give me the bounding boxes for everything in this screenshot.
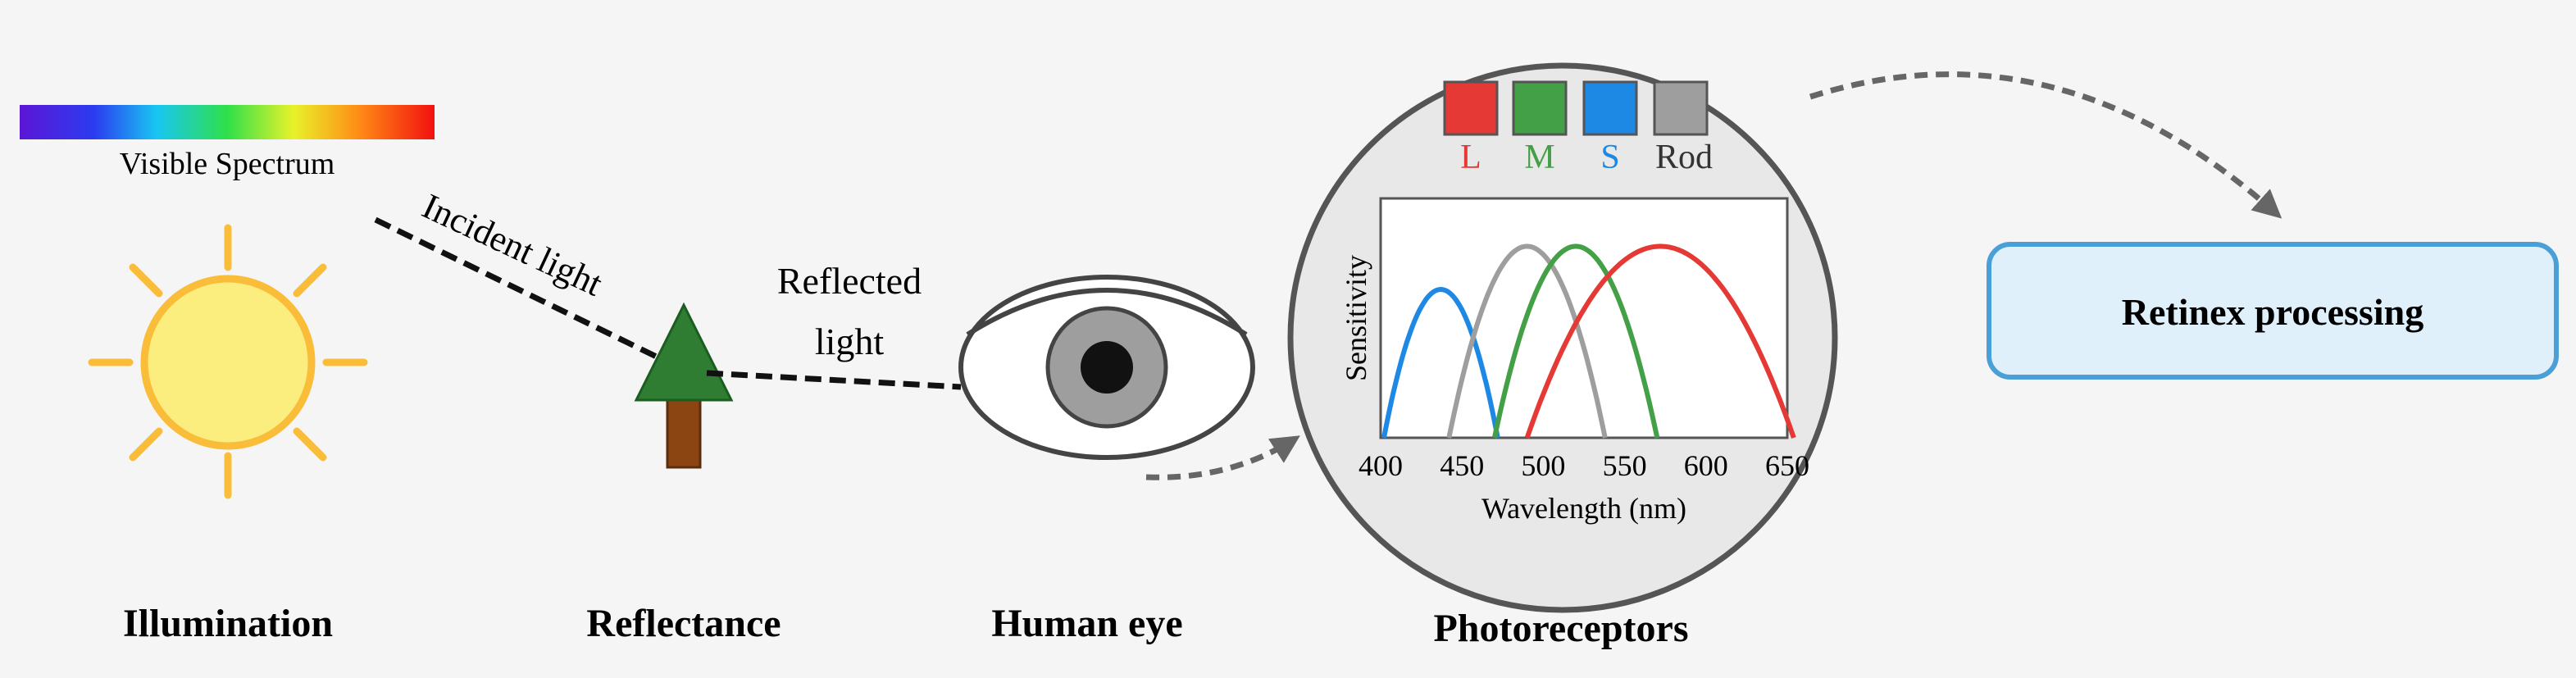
- sun-icon: [88, 224, 368, 499]
- reflected-light-label-line1: Reflected: [777, 260, 922, 302]
- x-tick-label: 550: [1603, 449, 1647, 482]
- sensitivity-curves: [1381, 243, 1796, 439]
- reflected-light-ray: [706, 370, 962, 390]
- visible-spectrum-label: Visible Spectrum: [120, 147, 335, 181]
- x-tick-label: 650: [1765, 449, 1809, 482]
- tree-icon: [634, 302, 734, 469]
- visible-spectrum-bar: [20, 105, 435, 139]
- legend-label-s: S: [1600, 139, 1619, 176]
- retinex-processing-label: Retinex processing: [2122, 291, 2424, 333]
- legend-label-m: M: [1524, 139, 1554, 176]
- illumination-label: Illumination: [123, 602, 333, 645]
- legend-swatch-m: [1512, 80, 1568, 136]
- legend-swatch-rod: [1653, 80, 1709, 136]
- reflected-light-label-line2: light: [815, 321, 885, 362]
- incident-light-ray: [374, 216, 670, 366]
- eye-icon: [958, 275, 1255, 460]
- y-axis-label: Sensitivity: [1340, 255, 1372, 381]
- x-axis-ticks: 400 450 500 550 600 650: [1359, 449, 1809, 482]
- retinex-processing-box: [1987, 242, 2559, 380]
- curve-s: [1381, 286, 1500, 439]
- human-eye-label: Human eye: [991, 602, 1182, 645]
- curve-rod: [1446, 243, 1608, 439]
- sensitivity-chart: 400 450 500 550 600 650 Wavelength (nm) Sensi…: [1340, 197, 1809, 525]
- x-axis-label: Wavelength (nm): [1481, 492, 1686, 525]
- x-tick-label: 500: [1521, 449, 1565, 482]
- legend-swatch-s: [1582, 80, 1638, 136]
- reflectance-label: Reflectance: [586, 602, 781, 645]
- curve-l: [1524, 243, 1796, 439]
- photoreceptors-to-retinex-arrow: [1809, 71, 2282, 219]
- x-tick-label: 450: [1440, 449, 1484, 482]
- legend-label-rod: Rod: [1655, 139, 1713, 176]
- photoreceptors-label: Photoreceptors: [1433, 607, 1688, 650]
- x-tick-label: 600: [1684, 449, 1728, 482]
- plot-area: [1379, 197, 1789, 439]
- x-tick-label: 400: [1359, 449, 1403, 482]
- curve-m: [1491, 243, 1660, 439]
- eye-to-photoreceptors-arrow: [1145, 435, 1300, 480]
- legend-label-l: L: [1460, 139, 1481, 176]
- legend-swatch-l: [1443, 80, 1499, 136]
- cone-legend: L M S Rod: [1443, 80, 1713, 176]
